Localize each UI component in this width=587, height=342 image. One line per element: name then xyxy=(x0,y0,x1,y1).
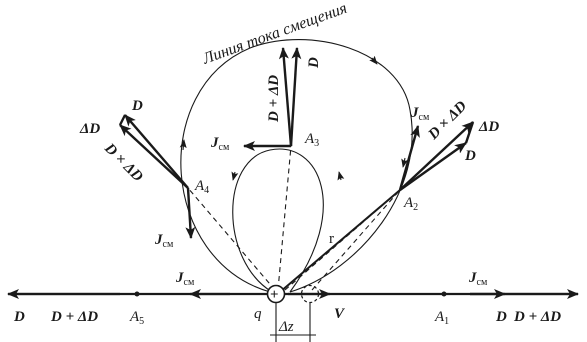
radius-r-line xyxy=(279,189,401,293)
axis-label-d-plus-dd-right: D + ΔD xyxy=(513,309,561,325)
outer-loop-arrow-right xyxy=(401,157,409,168)
a2-vector-dd xyxy=(464,121,475,144)
outer-loop-arrow-left xyxy=(179,139,187,151)
a2-vector-d-plus-dd xyxy=(399,121,474,191)
axis-label-jcm-right: Jсм xyxy=(468,270,488,288)
a3-vector-d xyxy=(278,47,293,147)
velocity-v-label: V xyxy=(334,306,346,322)
caption-current-line: Линия тока смещения xyxy=(200,0,350,68)
a3-label-d: D xyxy=(306,57,322,69)
outer-current-loop xyxy=(180,39,413,293)
a4-label-d: D xyxy=(131,98,143,114)
axis-label-d-right: D xyxy=(495,309,507,325)
outer-loop-arrow-top xyxy=(369,55,378,65)
dz-label: Δz xyxy=(278,319,294,335)
a4-label-d-cross-dd: D × ΔD xyxy=(100,140,145,185)
a4-label-dd: ΔD xyxy=(79,121,100,137)
a4-vector-d xyxy=(124,114,189,189)
inner-loop-arrow-right xyxy=(337,171,345,181)
a4-point-label: A4 xyxy=(194,178,209,196)
point-a1-label: A1 xyxy=(434,309,449,327)
point-a5-dot xyxy=(134,291,140,297)
a2-vector-jcm xyxy=(398,125,420,191)
point-a1-dot xyxy=(441,291,447,297)
a4-vector-dd xyxy=(118,114,127,126)
a2-label-jcm: Jсм xyxy=(410,105,430,123)
radius-r-label: r xyxy=(329,231,334,247)
a3-label-d-plus-dd: D + ΔD xyxy=(266,75,282,123)
a2-vector-d xyxy=(399,142,467,191)
charge-q-circle xyxy=(266,284,286,304)
a3-vector-d-plus-dd xyxy=(289,47,302,147)
a2-point-label: A2 xyxy=(403,195,418,213)
axis-label-jcm-left: Jсм xyxy=(175,270,195,288)
axis-label-d-plus-dd-left: D + ΔD xyxy=(50,309,98,325)
charge-q-label: q xyxy=(254,306,262,322)
a2-label-d: D xyxy=(464,148,476,164)
inner-current-loop xyxy=(232,148,324,293)
a4-vector-d-plus-dd xyxy=(119,124,189,189)
point-a5-label: A5 xyxy=(129,309,144,327)
dashed-line-a2-b xyxy=(311,189,401,291)
charge-plus-sign: + xyxy=(270,287,279,303)
a4-label-jcm: Jсм xyxy=(154,232,174,250)
axis-label-d-left: D xyxy=(13,309,25,325)
dashed-line-a4 xyxy=(187,187,276,291)
inner-loop-arrow-left xyxy=(231,171,239,181)
a3-label-jcm: Jсм xyxy=(210,135,230,153)
a2-label-dd: ΔD xyxy=(478,119,499,135)
a4-vector-jcm xyxy=(185,187,196,239)
a2-label-d-cross-dd: D × ΔD xyxy=(425,98,470,143)
dashed-line-a3 xyxy=(277,145,292,291)
a3-point-label: A3 xyxy=(304,131,319,149)
